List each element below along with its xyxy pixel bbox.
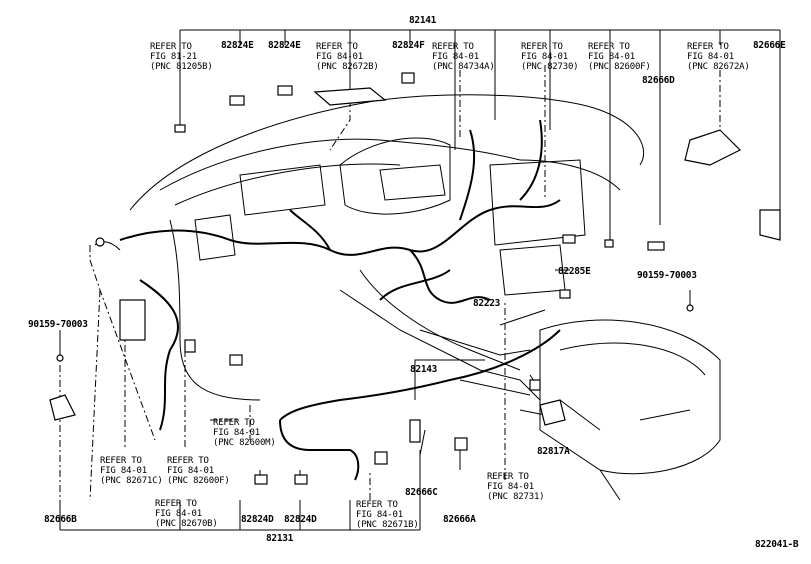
refer-to-fig-81-21: REFER TO FIG 81-21 (PNC 81205B) — [150, 42, 213, 72]
part-number-82824E-2: 82824E — [268, 40, 301, 51]
part-number-90159-70003-right: 90159-70003 — [637, 270, 697, 281]
refer-to-pnc-82731: REFER TO FIG 84-01 (PNC 82731) — [487, 472, 545, 502]
refer-to-pnc-82672B: REFER TO FIG 84-01 (PNC 82672B) — [316, 42, 379, 72]
refer-to-pnc-82670B: REFER TO FIG 84-01 (PNC 82670B) — [155, 499, 218, 529]
part-number-82824F: 82824F — [392, 40, 425, 51]
refer-to-pnc-82600M: REFER TO FIG 84-01 (PNC 82600M) — [213, 418, 276, 448]
part-number-82141: 82141 — [409, 15, 437, 26]
refer-to-pnc-84734A: REFER TO FIG 84-01 (PNC 84734A) — [432, 42, 495, 72]
part-number-82666E: 82666E — [753, 40, 786, 51]
part-number-82817A: 82817A — [537, 446, 570, 457]
part-number-82131: 82131 — [266, 533, 294, 544]
part-number-82223: 82223 — [473, 298, 501, 309]
refer-to-pnc-82671C: REFER TO FIG 84-01 (PNC 82671C) — [100, 456, 163, 486]
part-number-82824D-2: 82824D — [284, 514, 317, 525]
refer-to-pnc-82671B: REFER TO FIG 84-01 (PNC 82671B) — [356, 500, 419, 530]
part-number-82143: 82143 — [410, 364, 438, 375]
refer-to-pnc-82672A: REFER TO FIG 84-01 (PNC 82672A) — [687, 42, 750, 72]
part-number-90159-70003-left: 90159-70003 — [28, 319, 88, 330]
refer-to-pnc-82600F-top: REFER TO FIG 84-01 (PNC 82600F) — [588, 42, 651, 72]
part-number-82824E-1: 82824E — [221, 40, 254, 51]
diagram-id: 822041-B — [755, 539, 799, 550]
part-number-82666D: 82666D — [642, 75, 675, 86]
part-number-82666C: 82666C — [405, 487, 438, 498]
part-number-82824D-1: 82824D — [241, 514, 274, 525]
part-number-82666A: 82666A — [443, 514, 476, 525]
refer-to-pnc-82600F-bottom: REFER TO FIG 84-01 (PNC 82600F) — [167, 456, 230, 486]
refer-to-pnc-82730: REFER TO FIG 84-01 (PNC 82730) — [521, 42, 579, 72]
part-number-82666B: 82666B — [44, 514, 77, 525]
part-number-82285E: 82285E — [558, 266, 591, 277]
